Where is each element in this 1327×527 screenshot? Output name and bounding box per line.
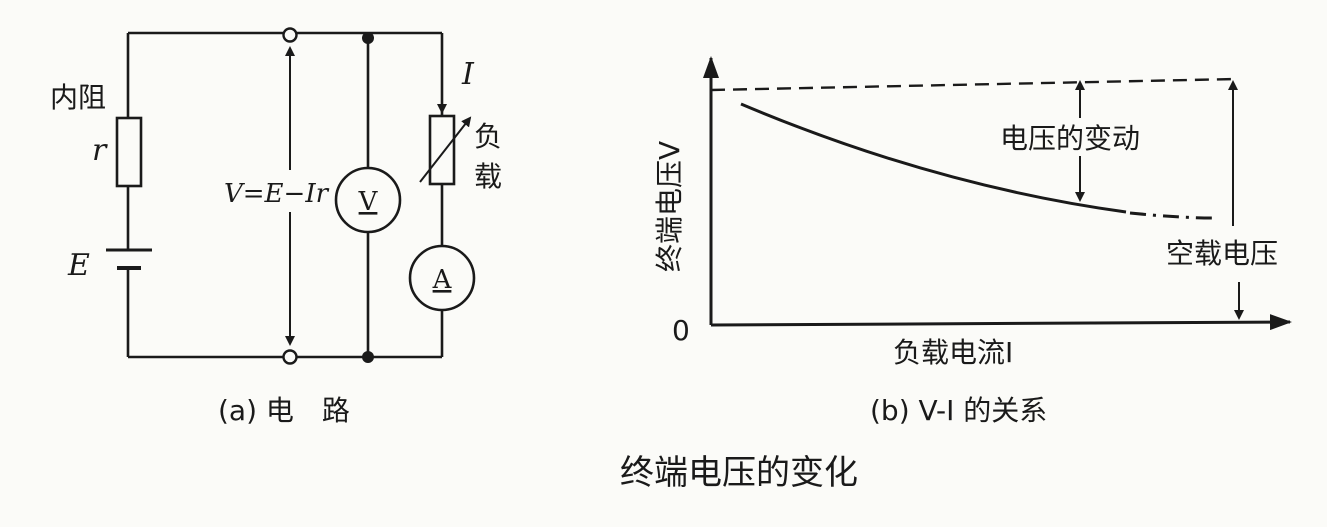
internal-resistance-label: 内阻: [50, 81, 106, 114]
ammeter-symbol: A: [432, 265, 453, 295]
voltage-formula: V=E−Ir: [224, 179, 330, 209]
no-load-voltage-label: 空载电压: [1166, 237, 1278, 270]
bottom-terminal: [282, 349, 298, 365]
vi-graph: 终端电压V 0 负载电流I 电压的变动 空载电压 (b) V-I 的关系: [653, 56, 1292, 427]
rheostat-arrow: [419, 116, 472, 183]
no-load-voltage-line: [710, 77, 1238, 92]
x-axis-label: 负载电流I: [893, 336, 1013, 369]
terminal-voltage-curve: [740, 102, 1127, 214]
graph-caption: (b) V-I 的关系: [870, 394, 1047, 427]
emf-symbol: E: [67, 248, 90, 283]
internal-resistor: [115, 116, 143, 188]
origin-label: 0: [672, 314, 690, 347]
r-symbol: r: [92, 133, 108, 168]
terminal-voltage-curve-extension: [1129, 211, 1213, 220]
load-label-2: 载: [474, 160, 502, 193]
top-terminal: [282, 27, 298, 43]
load-label-1: 负: [474, 120, 502, 153]
voltmeter-symbol: V: [358, 187, 379, 217]
circuit-caption: (a) 电 路: [218, 394, 350, 427]
figure-title: 终端电压的变化: [620, 453, 858, 493]
circuit-diagram: 内阻 r E V=E−Ir V A I 负 载 (a) 电 路: [50, 27, 502, 427]
x-axis: [710, 314, 1292, 331]
voltmeter: [334, 166, 402, 234]
voltage-change-label: 电压的变动: [1000, 122, 1140, 155]
load-resistor: [428, 114, 456, 186]
current-symbol: I: [461, 57, 475, 92]
y-axis-label: 终端电压V: [653, 141, 686, 272]
